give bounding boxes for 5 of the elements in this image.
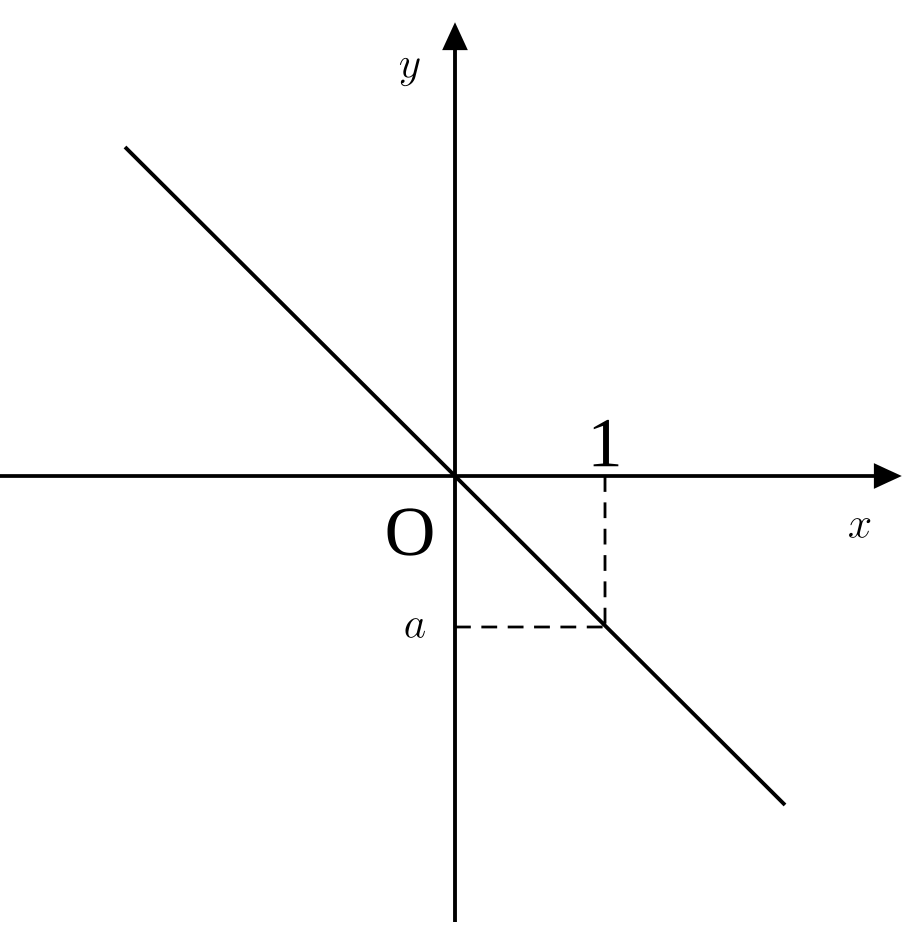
- origin-label: O: [388, 508, 432, 556]
- tick-label: 1: [594, 420, 618, 466]
- axis-label: $x$: [849, 518, 870, 538]
- value-label: $a$: [406, 618, 425, 638]
- axis-label: $y$: [400, 58, 420, 86]
